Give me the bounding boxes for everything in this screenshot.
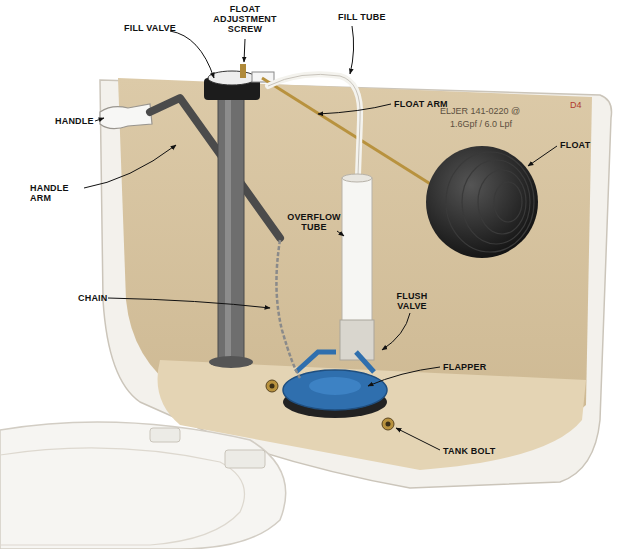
seat-hinge	[150, 428, 180, 442]
tank-bolt	[382, 418, 394, 430]
flapper-arms	[296, 352, 374, 372]
part-label: FLUSH VALVE	[392, 291, 432, 311]
fill-valve-base	[209, 356, 253, 368]
part-label: HANDLE	[55, 116, 95, 126]
float-adjustment-screw	[240, 64, 246, 78]
tank-bolt-hole	[270, 384, 275, 389]
fill-valve-top	[208, 71, 256, 85]
tank-bolt-hole	[386, 422, 391, 427]
part-label: OVERFLOW TUBE	[286, 212, 342, 232]
float-arm	[262, 78, 440, 190]
fill-tube-edge	[268, 74, 360, 175]
embossed-text: 1.6Gpf / 6.0 Lpf	[450, 119, 540, 129]
float-ball	[426, 146, 538, 258]
toilet-seat	[0, 422, 286, 549]
part-label: TANK BOLT	[443, 446, 503, 456]
part-label: FLOAT ADJUSTMENT SCREW	[210, 4, 280, 34]
float-ribs	[446, 152, 534, 252]
fill-valve-shaft	[218, 96, 244, 361]
leader-lines	[84, 26, 557, 450]
embossed-text: D4	[570, 100, 590, 110]
part-label: FILL VALVE	[120, 23, 180, 33]
fill-valve-highlight	[225, 96, 231, 361]
part-label: FLAPPER	[443, 362, 493, 372]
part-label: CHAIN	[78, 293, 112, 303]
handle	[100, 104, 152, 129]
seat-hinge	[225, 450, 265, 468]
seat-edge	[0, 448, 245, 545]
part-label: HANDLE ARM	[30, 183, 90, 203]
handle-arm	[150, 98, 280, 238]
flapper-center	[309, 377, 361, 395]
embossed-text: ELJER 141-0220 @	[440, 106, 530, 116]
chain	[276, 240, 300, 378]
tank-bolt	[266, 380, 278, 392]
fill-tube	[268, 74, 360, 175]
overflow-tube-rim	[342, 174, 372, 182]
part-label: FLOAT	[560, 140, 600, 150]
part-label: FILL TUBE	[338, 12, 388, 22]
overflow-tube	[342, 178, 372, 328]
